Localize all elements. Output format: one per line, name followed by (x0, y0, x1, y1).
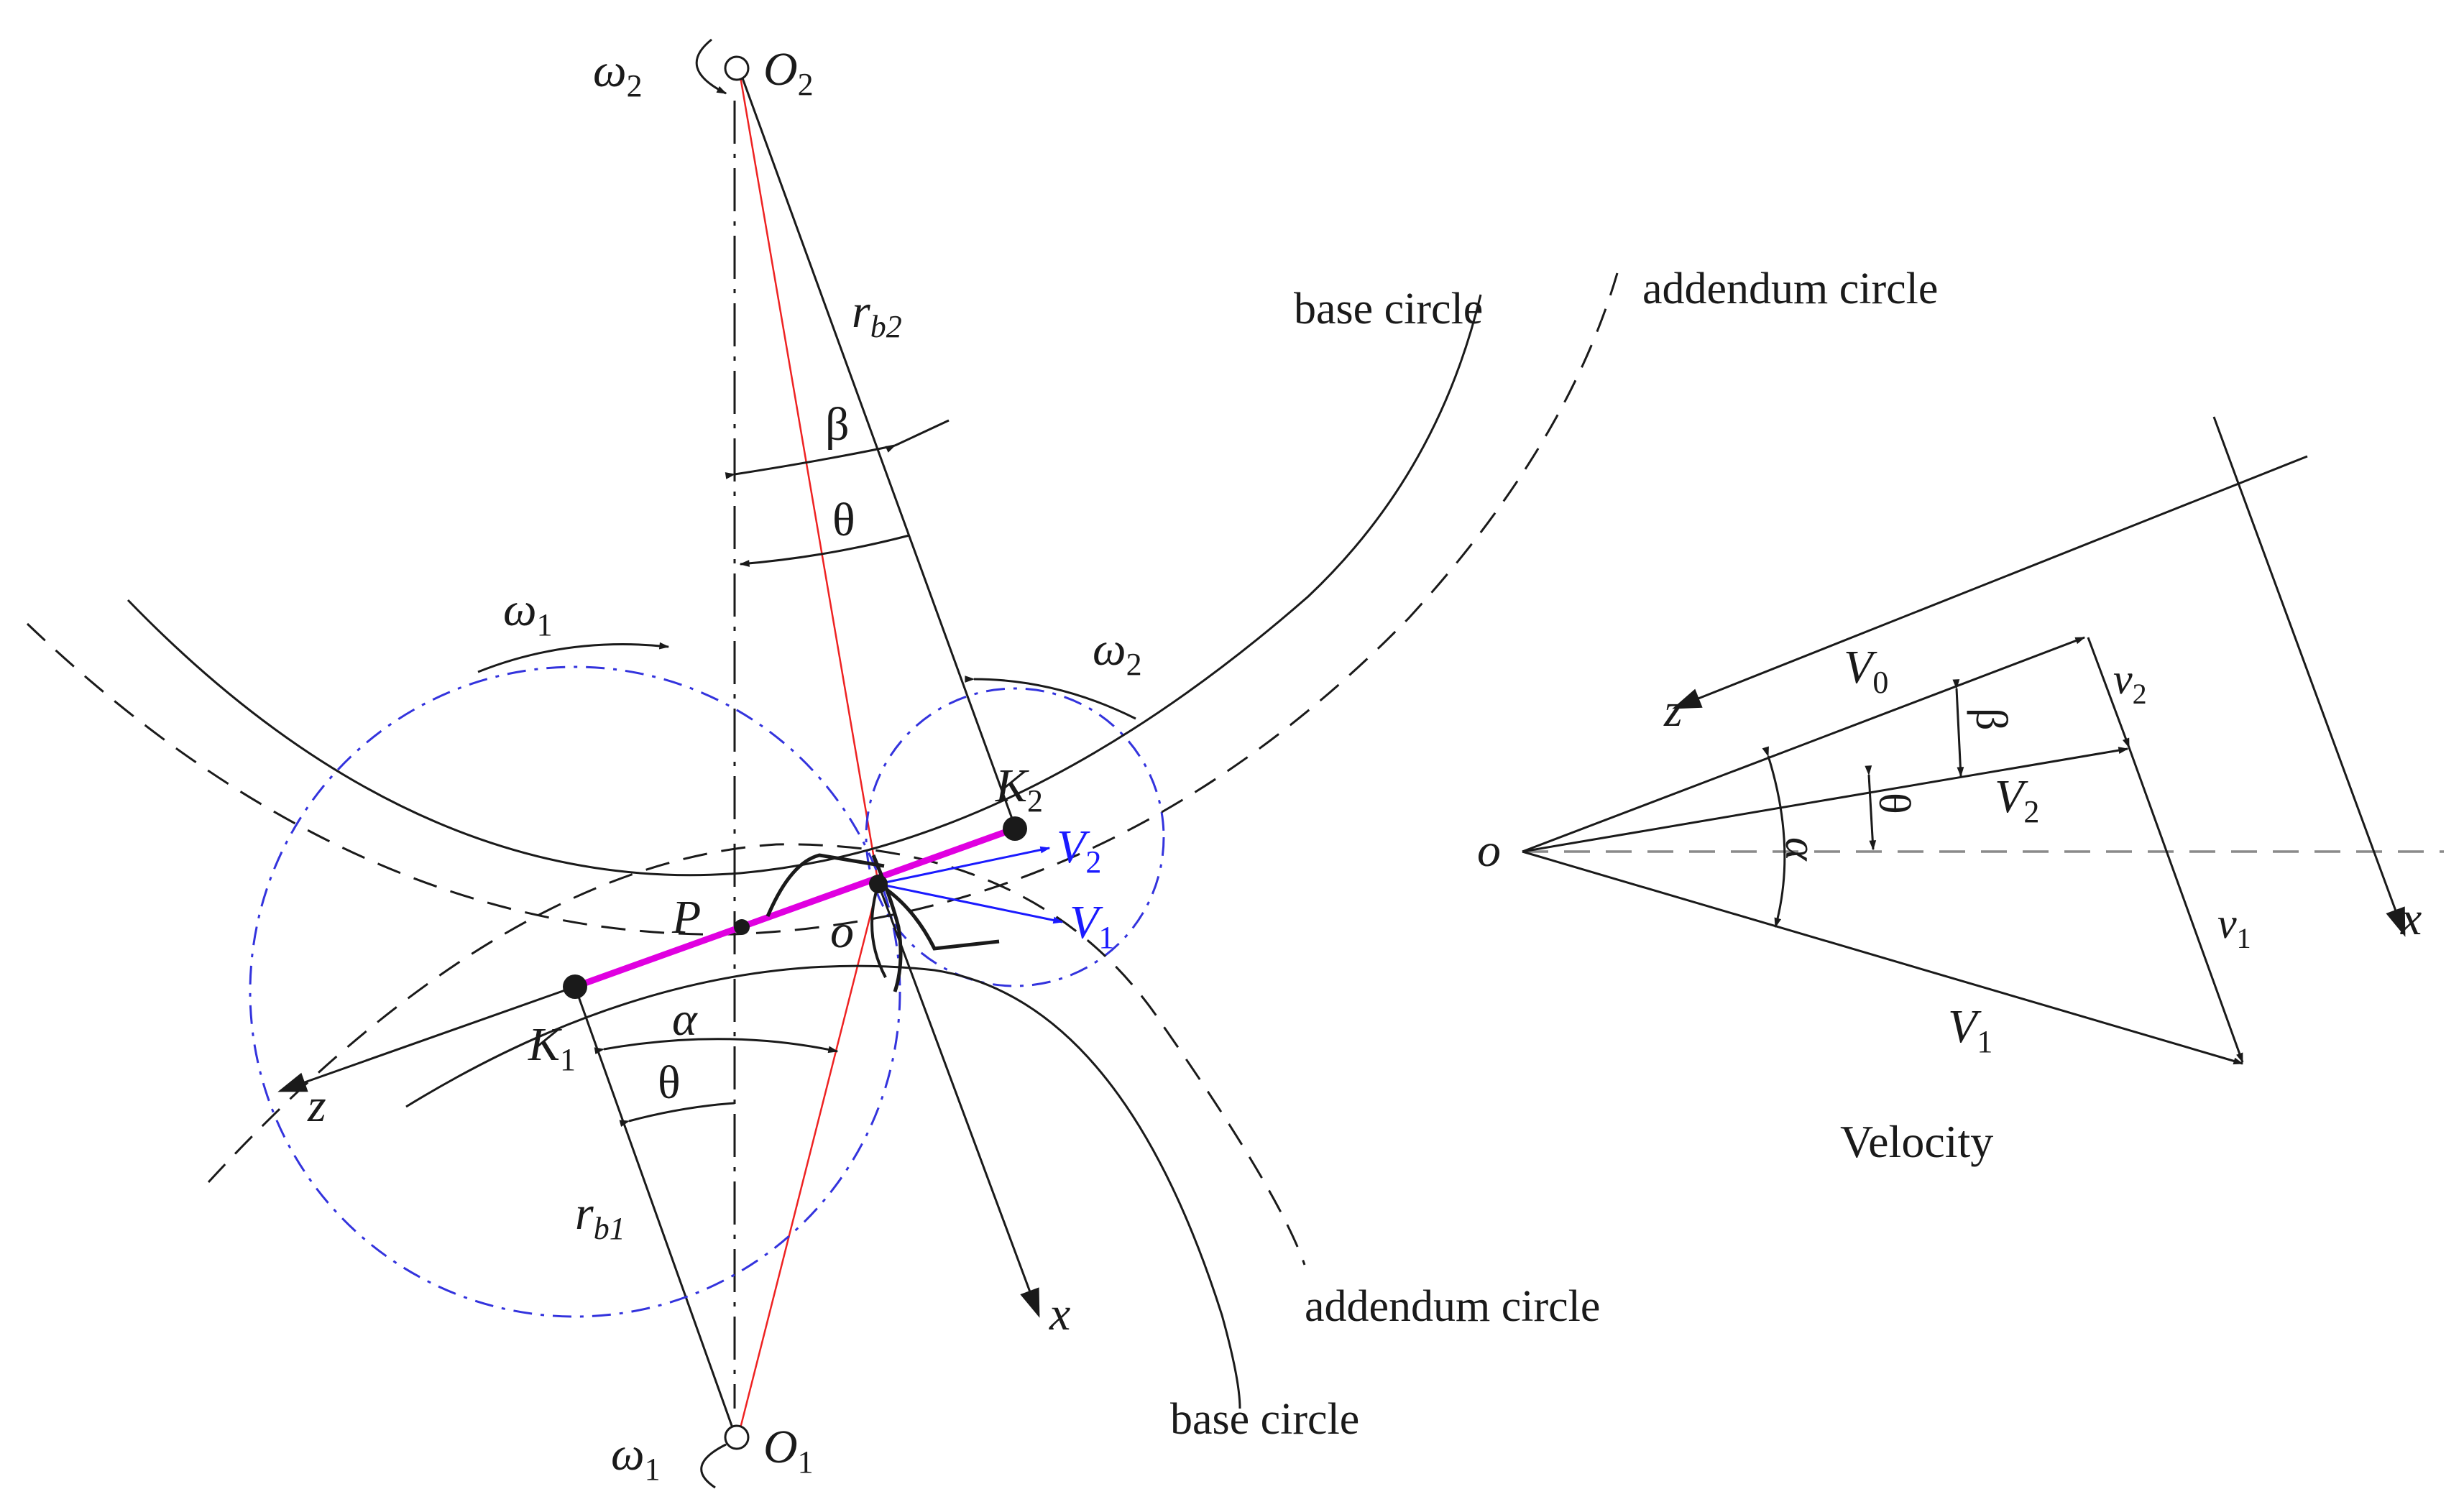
tooth-profile-1 (766, 853, 885, 917)
velocity-x-axis (2212, 416, 2406, 937)
v2-small-label: v2 (2113, 655, 2147, 710)
base-radius-rb1-line (574, 986, 736, 1434)
beta-label-right: β (1967, 708, 2015, 731)
left-gear-figure: ω2 O2 rb2 β θ ω1 ω2 K2 V2 V1 P o K1 α θ … (26, 38, 1938, 1489)
alpha-label-right: α (1776, 837, 1825, 862)
beta-tick (885, 419, 950, 453)
addendum-circle-gear2 (26, 272, 1619, 936)
theta-arc-bottom (619, 1102, 735, 1127)
line-of-action (574, 825, 1016, 990)
addendum-circle-gear1 (207, 843, 1306, 1266)
beta-label-left: β (825, 398, 850, 451)
velocity-v1-arrow (878, 882, 1064, 924)
rb1-label: rb1 (575, 1187, 625, 1246)
beta-arc (725, 444, 896, 479)
base-circle-gear1 (405, 964, 1241, 1409)
theta-arc-top (739, 534, 910, 567)
pitch-circle-gear2 (865, 687, 1165, 987)
velocity-z-label: z (1663, 684, 1683, 737)
vector-v2 (1522, 747, 2129, 853)
tooth-profile-4 (870, 883, 887, 978)
v1-label: V1 (1070, 896, 1114, 955)
tooth-profile-3 (877, 882, 1000, 951)
base-circle-gear2 (127, 294, 1482, 877)
center-o1-marker (724, 1424, 750, 1450)
vector-v0 (1522, 636, 2086, 853)
beta-arc-right (1952, 679, 1964, 778)
x-label-left: x (1049, 1288, 1070, 1340)
theta-label-bottom: θ (658, 1056, 681, 1109)
alpha-label-left: α (672, 993, 698, 1046)
velocity-z-axis (1672, 455, 2308, 709)
pitch-circle-gear1 (249, 665, 901, 1318)
v2-right-label: V2 (1995, 770, 2039, 829)
point-k2 (1003, 816, 1027, 841)
o1-label: O1 (763, 1421, 814, 1480)
center-o2-marker (724, 55, 750, 81)
v2-label: V2 (1057, 821, 1101, 880)
theta-arc-right (1865, 765, 1877, 851)
red-line-upper (737, 68, 880, 885)
velocity-triangle-figure: o z x V0 v2 β V2 θ α v1 V1 Velocity (1477, 416, 2444, 1167)
base-circle-bottom-label: base circle (1170, 1395, 1359, 1444)
point-o (869, 875, 888, 893)
omega1-bottom-arc (700, 1437, 736, 1489)
omega2-top-label: ω2 (593, 45, 643, 103)
k2-label: K2 (995, 760, 1043, 819)
velocity-v2-arrow (878, 846, 1051, 885)
o2-label: O2 (763, 43, 814, 102)
x-axis-arrow (877, 883, 1040, 1318)
base-circle-top-label: base circle (1294, 285, 1483, 333)
velocity-title: Velocity (1840, 1116, 1993, 1167)
base-radius-rb2-line (737, 68, 1016, 827)
omega1-top-arc (477, 642, 670, 673)
z-axis-arrow (277, 985, 576, 1092)
point-k1 (563, 974, 587, 999)
velocity-x-label: x (2400, 893, 2422, 945)
red-line-lower (737, 883, 880, 1434)
theta-label-top: θ (832, 494, 855, 546)
addendum-circle-top-label: addendum circle (1642, 264, 1938, 313)
p-label: P (671, 891, 701, 944)
vector-v1 (1522, 850, 2244, 1065)
v1-small-label: v1 (2217, 900, 2251, 954)
vector-v2-small (2087, 637, 2130, 749)
z-label-left: z (307, 1079, 326, 1132)
k1-label: K1 (528, 1018, 576, 1077)
o-label-left: o (830, 905, 854, 958)
rb2-label: rb2 (852, 285, 902, 344)
omega2-mid-label: ω2 (1093, 623, 1142, 682)
addendum-circle-bottom-label: addendum circle (1305, 1282, 1600, 1331)
v0-label: V0 (1844, 641, 1888, 700)
velocity-origin-label: o (1477, 824, 1501, 877)
omega1-bottom-label: ω1 (611, 1428, 661, 1487)
vector-v1-small (2128, 747, 2244, 1064)
v1-right-label: V1 (1948, 1000, 1992, 1059)
omega2-mid-arc (965, 676, 1136, 720)
point-p (734, 919, 750, 935)
alpha-arc-right (1762, 746, 1786, 928)
alpha-arc (594, 1038, 839, 1055)
theta-label-right: θ (1870, 793, 1918, 814)
omega2-top-arc (695, 38, 727, 95)
omega1-top-label: ω1 (503, 584, 553, 642)
